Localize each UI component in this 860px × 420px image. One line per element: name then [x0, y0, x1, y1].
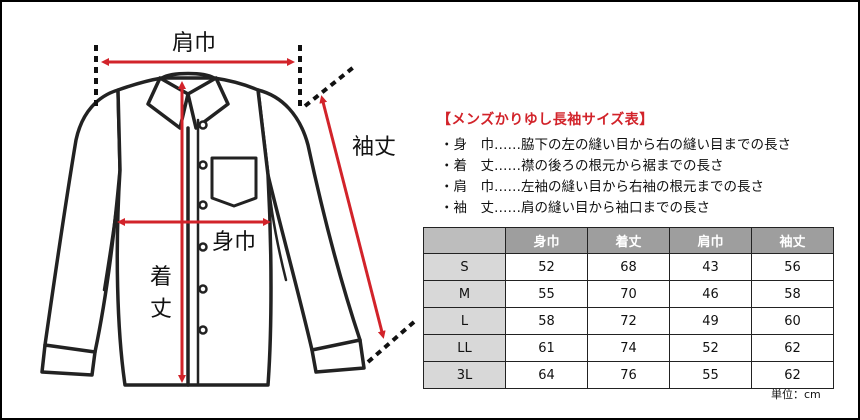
table-corner-cell	[423, 227, 506, 254]
shirt-button	[198, 242, 208, 252]
definition-sleeve: ・袖 丈……肩の縫い目から袖口までの長さ	[440, 200, 710, 216]
size-label: L	[423, 307, 506, 335]
measurement-definitions: ・身 巾……脇下の左の縫い目から右の縫い目までの長さ ・着 丈……襟の後ろの根元…	[440, 135, 791, 219]
definition-shoulder: ・肩 巾……左袖の縫い目から右袖の根元までの長さ	[440, 179, 764, 195]
table-cell: 72	[587, 307, 670, 335]
table-cell: 46	[669, 280, 752, 308]
chest-pocket	[210, 156, 258, 208]
sleeve-guide-bottom	[366, 320, 416, 364]
column-header: 袖丈	[751, 227, 834, 254]
table-cell: 68	[587, 253, 670, 281]
table-cell: 61	[505, 334, 588, 362]
table-row: LL 61 74 52 62	[423, 334, 834, 362]
size-table: 身巾 着丈 肩巾 袖丈 S 52 68 43 56 M 55 70 46 58 …	[423, 227, 834, 389]
table-cell: 55	[669, 361, 752, 389]
size-chart-title: 【メンズかりゆし長袖サイズ表】	[437, 112, 654, 128]
table-row: 3L 64 76 55 62	[423, 361, 834, 389]
size-label: M	[423, 280, 506, 308]
table-cell: 64	[505, 361, 588, 389]
table-cell: 52	[669, 334, 752, 362]
collar-right	[186, 76, 230, 130]
shoulder-label: 肩巾	[172, 31, 216, 56]
table-row: M 55 70 46 58	[423, 280, 834, 308]
sleeve-label: 袖丈	[352, 135, 396, 160]
shirt-button	[198, 120, 208, 130]
table-header-row: 身巾 着丈 肩巾 袖丈	[423, 227, 834, 254]
shirt-button	[198, 200, 208, 210]
shirt-button	[198, 284, 208, 294]
table-cell: 56	[751, 253, 834, 281]
left-sleeve	[43, 88, 122, 354]
table-cell: 43	[669, 253, 752, 281]
column-header: 着丈	[587, 227, 670, 254]
unit-note: 単位：cm	[771, 388, 821, 401]
definition-body-width: ・身 巾……脇下の左の縫い目から右の縫い目までの長さ	[440, 137, 791, 153]
definition-length: ・着 丈……襟の後ろの根元から裾までの長さ	[440, 158, 724, 174]
left-cuff	[40, 343, 97, 377]
collar-band	[160, 71, 216, 80]
body-width-label: 身巾	[212, 230, 256, 255]
table-row: L 58 72 49 60	[423, 307, 834, 335]
table-cell: 60	[751, 307, 834, 335]
table-cell: 55	[505, 280, 588, 308]
shirt-button	[198, 325, 208, 335]
table-cell: 70	[587, 280, 670, 308]
table-cell: 58	[505, 307, 588, 335]
table-cell: 74	[587, 334, 670, 362]
sleeve-guide-top	[303, 64, 357, 108]
column-header: 肩巾	[669, 227, 752, 254]
table-cell: 58	[751, 280, 834, 308]
length-label-1: 着	[150, 265, 172, 290]
shirt-button	[198, 160, 208, 170]
table-row: S 52 68 43 56	[423, 253, 834, 281]
table-cell: 76	[587, 361, 670, 389]
column-header: 身巾	[505, 227, 588, 254]
shirt-diagram: 肩巾 袖丈 身巾 着 丈	[40, 31, 416, 387]
size-label: 3L	[423, 361, 506, 389]
length-label-2: 丈	[150, 297, 172, 322]
size-label: LL	[423, 334, 506, 362]
table-cell: 52	[505, 253, 588, 281]
table-cell: 62	[751, 334, 834, 362]
size-label: S	[423, 253, 506, 281]
table-cell: 49	[669, 307, 752, 335]
right-cuff	[310, 338, 366, 374]
sleeve-arrow	[319, 95, 386, 339]
table-cell: 62	[751, 361, 834, 389]
